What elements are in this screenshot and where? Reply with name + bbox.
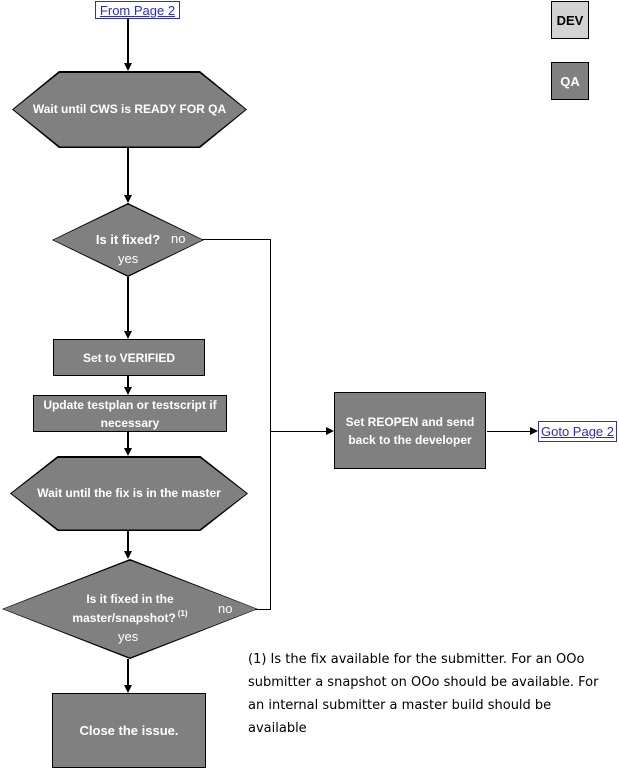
node-is-fixed-master: Is it fixed in the master/snapshot?(1) [2, 559, 258, 659]
connector-line [202, 239, 271, 240]
connector-arrowhead [124, 448, 132, 456]
node-is-fixed-master-line2: master/snapshot?(1) [72, 608, 187, 627]
node-is-fixed: Is it fixed? [52, 203, 204, 277]
connector-arrowhead [530, 427, 538, 435]
connector-arrowhead [124, 551, 132, 559]
node-close-issue-label: Close the issue. [79, 722, 179, 738]
connector-line [270, 239, 271, 431]
connector-arrowhead [124, 387, 132, 395]
connector-arrowhead [124, 331, 132, 339]
legend-dev-box: DEV [551, 1, 589, 39]
legend-qa-box: QA [551, 62, 589, 100]
branch-label-yes-1: yes [118, 251, 139, 266]
connector-line [127, 19, 129, 63]
branch-label-yes-2: yes [118, 629, 139, 644]
from-page-2-link-label: From Page 2 [99, 2, 176, 18]
connector-arrowhead [124, 685, 132, 693]
node-update-testplan: Update testplan or testscript if necessa… [33, 395, 227, 432]
goto-page-2-link-label: Goto Page 2 [541, 424, 614, 439]
connector-line [127, 376, 129, 387]
connector-line [270, 431, 326, 432]
node-set-verified-label: Set to VERIFIED [82, 350, 175, 365]
node-is-fixed-master-line1: Is it fixed in the [86, 591, 174, 606]
node-wait-cws: Wait until CWS is READY FOR QA [12, 71, 247, 148]
footnote-ref-superscript: (1) [177, 609, 188, 618]
node-set-verified: Set to VERIFIED [53, 339, 205, 376]
connector-line [127, 432, 129, 448]
from-page-2-link[interactable]: From Page 2 [95, 1, 180, 19]
node-wait-master: Wait until the fix is in the master [10, 456, 248, 531]
connector-line [270, 431, 271, 610]
node-wait-master-label: Wait until the fix is in the master [37, 485, 221, 500]
branch-label-no-2: no [218, 601, 233, 616]
connector-arrowhead [124, 195, 132, 203]
connector-line [127, 148, 129, 195]
hexagon-fill [13, 72, 246, 147]
connector-arrowhead [326, 427, 334, 435]
node-update-testplan-label: Update testplan or testscript if necessa… [43, 397, 217, 430]
node-wait-cws-label: Wait until CWS is READY FOR QA [32, 101, 227, 116]
connector-line [255, 609, 271, 610]
node-reopen: Set REOPEN and send back to the develope… [334, 392, 486, 469]
node-reopen-label: Set REOPEN and send back to the develope… [345, 414, 475, 447]
connector-line [127, 531, 129, 551]
branch-label-no-1: no [171, 231, 186, 246]
node-close-issue: Close the issue. [52, 693, 206, 768]
connector-line [127, 659, 129, 685]
footnote-text: (1) Is the fix available for the submitt… [248, 652, 599, 736]
connector-line [127, 277, 129, 331]
goto-page-2-link[interactable]: Goto Page 2 [538, 421, 617, 442]
node-is-fixed-master-line2-text: master/snapshot? [72, 611, 176, 625]
hexagon-fill [11, 457, 247, 530]
connector-arrowhead [124, 63, 132, 71]
node-is-fixed-label: Is it fixed? [95, 231, 161, 247]
connector-line [487, 431, 530, 432]
